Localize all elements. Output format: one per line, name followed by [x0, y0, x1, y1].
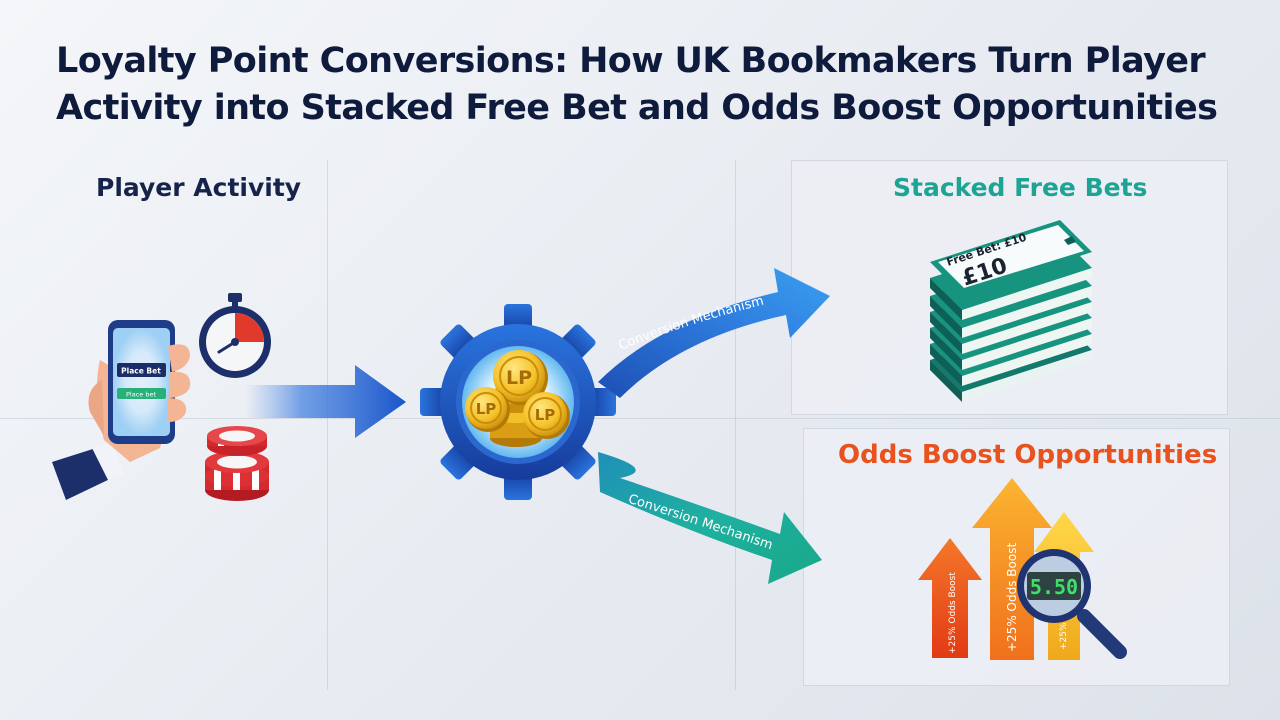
odds-boost-arrow-label: +25% Odds Boost: [1005, 543, 1019, 652]
lower-conversion-label: Conversion Mechanism: [626, 492, 774, 553]
page-title: Loyalty Point Conversions: How UK Bookma…: [56, 38, 1236, 132]
stopwatch-icon: [199, 293, 271, 378]
coin-label: LP: [476, 400, 497, 418]
coin-label: LP: [535, 406, 556, 424]
activity-to-conversion-arrow: [245, 365, 406, 438]
loyalty-points-coins-icon: [465, 350, 570, 447]
page-title-line-1: Loyalty Point Conversions: How UK Bookma…: [56, 41, 1206, 81]
odds-boost-arrow-label: +25% Odds Boost: [948, 572, 958, 654]
grid-divider: [0, 418, 1280, 419]
odds-boost-arrow-small: [918, 538, 982, 658]
odds-value-display: 5.50: [1030, 575, 1078, 599]
grid-divider: [327, 160, 328, 690]
place-bet-secondary-button: [117, 388, 166, 399]
coin-label: LP: [506, 367, 532, 389]
place-bet-button: [117, 363, 166, 377]
stacked-free-bets-heading: Stacked Free Bets: [893, 173, 1148, 202]
place-bet-secondary-label: Place bet: [126, 391, 156, 399]
page-title-line-2: Activity into Stacked Free Bet and Odds …: [56, 88, 1218, 128]
conversion-arrow-to-free-bets: [598, 268, 830, 398]
conversion-arrow-to-odds-boost: [598, 452, 822, 584]
player-activity-heading: Player Activity: [96, 173, 302, 202]
odds-boost-heading: Odds Boost Opportunities: [838, 440, 1218, 470]
casino-chips-icon: [205, 426, 269, 501]
stacked-free-bet-tickets-icon: [930, 220, 1092, 402]
place-bet-button-label: Place Bet: [121, 367, 161, 376]
hand-holding-phone-icon: [52, 320, 191, 500]
magnifying-glass-icon: [1017, 549, 1127, 659]
grid-divider: [735, 160, 736, 690]
